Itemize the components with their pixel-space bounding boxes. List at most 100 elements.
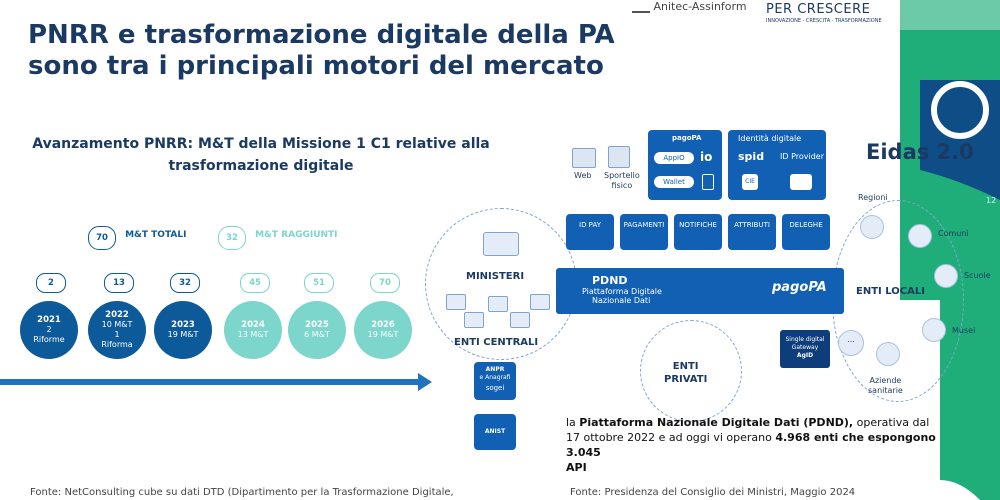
pdnd-bar: PDND Piattaforma Digitale Nazionale Dati… (556, 268, 844, 314)
logo-anitec: Anitec-Assinform (632, 0, 747, 13)
enti-privati-label: ENTI PRIVATI (664, 360, 707, 386)
pdnd-text-part-1: la (566, 416, 580, 429)
year-2025-count: 51 (304, 273, 334, 293)
pagopa-logo: pagoPA (772, 280, 827, 295)
year-2026-label: 2026 (371, 320, 395, 330)
year-2024-count: 45 (240, 273, 270, 293)
phone-icon (702, 174, 714, 190)
appio-button[interactable]: AppIO (654, 152, 694, 164)
footer-source-left: Fonte: NetConsulting cube su dati DTD (D… (30, 487, 454, 498)
building-icon (530, 294, 550, 310)
year-2024-label: 2024 (241, 320, 265, 330)
anpr-box[interactable]: ANPR e Anagrafi sogei (474, 362, 516, 400)
logo-per-crescere-subtitle: INNOVAZIONE · CRESCITA · TRASFORMAZIONE (766, 18, 882, 24)
year-2024-line-1: 13 M&T (237, 330, 269, 339)
year-2022-label: 2022 (105, 310, 129, 320)
year-2024-circle: 2024 13 M&T (224, 301, 282, 359)
pdnd-subtitle: Piattaforma Digitale Nazionale Dati (582, 287, 662, 305)
comuni-icon (908, 224, 932, 248)
wallet-button[interactable]: Wallet (654, 176, 694, 188)
musei-icon (922, 318, 946, 342)
pdnd-description: la Piattaforma Nazionale Digitale Dati (… (566, 415, 946, 475)
enti-locali-label: ENTI LOCALI (856, 286, 925, 297)
timeline-arrow-head (418, 373, 432, 391)
year-2023-count: 32 (170, 273, 200, 293)
ministeri-label: MINISTERI (466, 271, 525, 282)
page-title-line-1: PNRR e trasformazione digitale della PA (28, 20, 615, 50)
logo-per-crescere: PER CRESCERE (766, 2, 871, 17)
aziende-sanitarie-label: Aziende sanitarie (868, 376, 903, 396)
pdnd-label: PDND (592, 274, 628, 287)
web-label: Web (574, 171, 592, 180)
timeline-arrow-line (0, 379, 420, 385)
year-2022-circle: 2022 10 M&T 1 Riforma (88, 301, 146, 359)
scuole-icon (934, 264, 958, 288)
aziende-line-1: Aziende (869, 376, 902, 385)
eidas-label: Eidas 2.0 (866, 140, 974, 164)
anist-box[interactable]: ANIST (474, 414, 516, 450)
pdnd-text-bold-2: 4.968 enti che espongono 3.045 (566, 431, 936, 459)
service-attributi[interactable]: ATTRIBUTI (728, 214, 776, 250)
service-deleghe[interactable]: DELEGHE (782, 214, 830, 250)
year-2026-count: 70 (370, 273, 400, 293)
page-number: 12 (986, 196, 997, 205)
pdnd-subtitle-line-1: Piattaforma Digitale (582, 287, 662, 296)
section-title-line-2: trasformazione digitale (168, 158, 354, 174)
web-icon (572, 148, 596, 168)
year-2026-circle: 2026 19 M&T (354, 301, 412, 359)
year-2022-count: 13 (104, 273, 134, 293)
spid-logo: spid (738, 150, 765, 163)
io-icon: io (700, 150, 713, 164)
section-title-line-1: Avanzamento PNRR: M&T della Missione 1 C… (32, 136, 490, 152)
reached-mt-count: 32 (218, 226, 246, 250)
sdg-line-2: Gateway (791, 344, 819, 351)
year-2026-line-1: 19 M&T (367, 330, 399, 339)
services-row: ID PAY PAGAMENTI NOTIFICHE ATTRIBUTI DEL… (566, 214, 830, 250)
year-2023-label: 2023 (171, 320, 195, 330)
pdnd-subtitle-line-2: Nazionale Dati (592, 296, 651, 305)
more-node: ... (838, 330, 864, 356)
anpr-line-1: ANPR (485, 366, 505, 373)
section-title: Avanzamento PNRR: M&T della Missione 1 C… (26, 133, 496, 177)
musei-label: Musei (952, 326, 976, 335)
identita-digitale-box: Identità digitale spid ID Provider CIE (728, 130, 826, 200)
scuole-label: Scuole (964, 271, 991, 280)
total-mt-label: M&T TOTALI (125, 230, 187, 240)
pdnd-text-bold-1: Piattaforma Nazionale Digitale Dati (PDN… (579, 416, 854, 429)
sportello-label-line-1: Sportello (604, 171, 640, 180)
year-2025-label: 2025 (305, 320, 329, 330)
anpr-line-2: e Anagrafi (479, 374, 511, 381)
pdnd-text-part-2: operativa dal 17 ottobre 2022 e ad oggi … (566, 416, 930, 444)
single-digital-gateway-box[interactable]: Single digital Gateway AgID (780, 330, 830, 368)
aziende-sanitarie-icon (876, 342, 900, 366)
pagopa-small-logo: pagoPA (672, 134, 702, 142)
year-2021-count: 2 (36, 273, 66, 293)
aziende-line-2: sanitarie (868, 386, 903, 395)
building-icon (446, 294, 466, 310)
building-icon (510, 312, 530, 328)
anitec-logo-icon (632, 1, 650, 13)
identita-digitale-title: Identità digitale (738, 134, 802, 143)
year-2022-line-3: Riforma (101, 340, 133, 349)
enti-centrali-label: ENTI CENTRALI (454, 337, 539, 348)
service-notifiche[interactable]: NOTIFICHE (674, 214, 722, 250)
service-id-pay[interactable]: ID PAY (566, 214, 614, 250)
year-2021-line-2: Riforme (33, 335, 65, 344)
footer-source-right: Fonte: Presidenza del Consiglio dei Mini… (570, 487, 856, 498)
page-title-line-2: sono tra i principali motori del mercato (28, 51, 604, 81)
year-2022-line-2: 1 (114, 330, 120, 339)
year-2021-label: 2021 (37, 315, 61, 325)
page-title: PNRR e trasformazione digitale della PA … (28, 20, 628, 82)
timeline-years: 2 2021 2 Riforme 13 2022 10 M&T 1 Riform… (14, 273, 414, 383)
service-pagamenti[interactable]: PAGAMENTI (620, 214, 668, 250)
reached-mt-label: M&T RAGGIUNTI (255, 230, 338, 240)
pdnd-text-bold-3: API (566, 461, 587, 474)
year-2025-line-1: 6 M&T (304, 330, 330, 339)
anitec-logo-text: Anitec-Assinform (653, 0, 747, 13)
enti-privati-circle (640, 320, 742, 422)
appio-box: pagoPA AppIO io Wallet (648, 130, 722, 200)
cie-icon: CIE (742, 174, 758, 190)
sdg-line-3: AgID (796, 352, 814, 359)
reached-mt: 32 M&T RAGGIUNTI (218, 225, 338, 250)
year-2021-circle: 2021 2 Riforme (20, 301, 78, 359)
